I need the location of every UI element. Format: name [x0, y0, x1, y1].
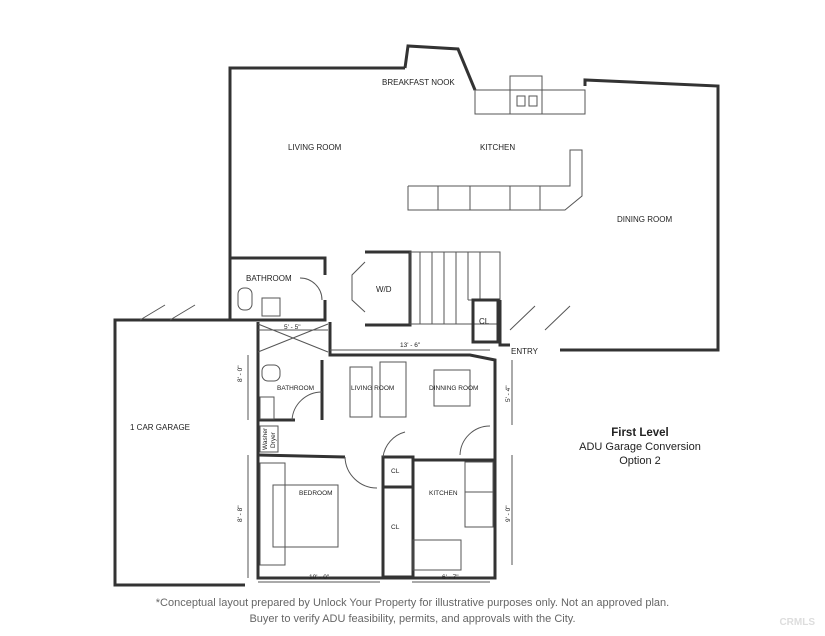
stairs — [409, 251, 501, 325]
room-garage: 1 CAR GARAGE — [130, 423, 190, 432]
legend-line-2: Option 2 — [619, 455, 661, 467]
main-house-walls — [228, 44, 720, 352]
disclaimer-line-1: *Conceptual layout prepared by Unlock Yo… — [155, 597, 670, 609]
room-wd: W/D — [376, 285, 392, 294]
adu-dining-room: DINNING ROOM — [429, 385, 478, 392]
adu-closet-1: CL — [391, 468, 400, 475]
disclaimer-line-2: Buyer to verify ADU feasibility, permits… — [249, 613, 576, 625]
adu-bedroom: BEDROOM — [299, 490, 333, 497]
dimension-lines — [247, 329, 513, 583]
room-closet: CL — [479, 317, 490, 326]
watermark: CRMLS — [779, 617, 815, 628]
dim-bedroom-height: 8' - 8" — [237, 505, 244, 522]
adu-bathroom: BATHROOM — [277, 385, 314, 392]
legend-title: First Level — [611, 427, 669, 439]
room-kitchen: KITCHEN — [480, 143, 515, 152]
dim-shower-width: 5' - 5" — [284, 324, 301, 331]
adu-closet-2: CL — [391, 524, 400, 531]
dim-kitchen-width: 6' - 7" — [442, 574, 459, 581]
dim-dining-height: 5' - 4" — [505, 385, 512, 402]
room-entry: ENTRY — [511, 347, 539, 356]
adu-dryer: Dryer — [270, 431, 277, 448]
dim-top-width: 13' - 6" — [400, 342, 421, 349]
plan-legend: First Level ADU Garage Conversion Option… — [560, 426, 720, 468]
room-dining-room: DINING ROOM — [617, 215, 672, 224]
legend-line-1: ADU Garage Conversion — [579, 441, 701, 453]
adu-washer: Washer — [262, 427, 269, 450]
adu-walls — [256, 322, 497, 580]
dim-bath-height: 8' - 0" — [237, 365, 244, 382]
dim-bedroom-width: 10' - 0" — [309, 574, 330, 581]
garage-walls — [113, 318, 245, 587]
dim-kitchen-height: 9' - 0" — [505, 505, 512, 522]
adu-kitchen: KITCHEN — [429, 490, 458, 497]
room-living-room: LIVING ROOM — [288, 143, 342, 152]
adu-living-room: LIVING ROOM — [351, 385, 394, 392]
room-bathroom: BATHROOM — [246, 274, 292, 283]
room-breakfast-nook: BREAKFAST NOOK — [382, 78, 455, 87]
